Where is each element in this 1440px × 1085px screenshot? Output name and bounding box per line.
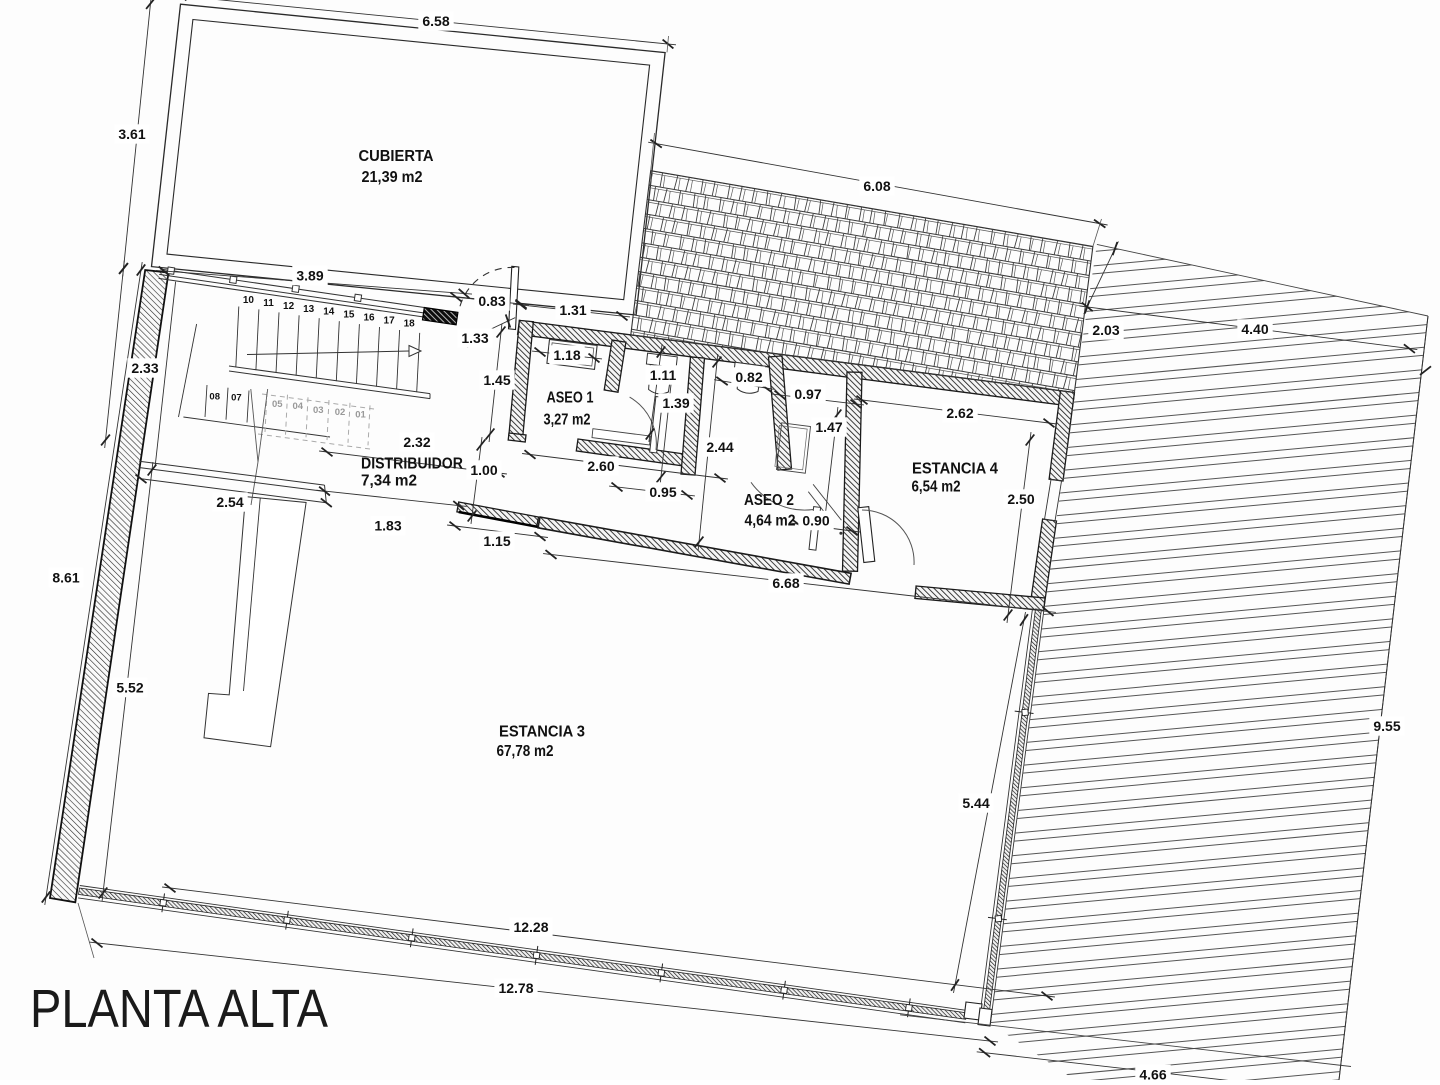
svg-text:05: 05	[272, 399, 283, 410]
svg-text:2.44: 2.44	[706, 439, 733, 455]
svg-text:14: 14	[323, 307, 335, 318]
svg-text:ASEO 2: ASEO 2	[744, 492, 794, 509]
svg-text:5.44: 5.44	[962, 795, 989, 811]
svg-text:03: 03	[313, 405, 324, 416]
svg-text:1.83: 1.83	[374, 518, 401, 534]
svg-text:4,64 m2: 4,64 m2	[745, 513, 796, 530]
svg-text:2.62: 2.62	[946, 405, 973, 421]
svg-text:0.90: 0.90	[802, 513, 829, 529]
svg-text:8.61: 8.61	[52, 570, 79, 586]
svg-text:4.40: 4.40	[1241, 321, 1268, 337]
svg-text:1.31: 1.31	[559, 302, 586, 318]
svg-text:PLANTA ALTA: PLANTA ALTA	[30, 979, 328, 1039]
svg-text:02: 02	[335, 407, 346, 418]
svg-text:DISTRIBUIDOR: DISTRIBUIDOR	[361, 456, 463, 473]
svg-text:12.28: 12.28	[513, 919, 548, 935]
svg-text:17: 17	[384, 316, 396, 327]
svg-text:0.82: 0.82	[735, 369, 762, 385]
svg-text:7,34 m2: 7,34 m2	[361, 473, 417, 490]
svg-text:15: 15	[343, 310, 355, 321]
svg-text:2.33: 2.33	[131, 360, 158, 376]
svg-text:CUBIERTA: CUBIERTA	[359, 148, 434, 165]
svg-text:04: 04	[293, 401, 304, 412]
svg-text:6,54 m2: 6,54 m2	[912, 479, 961, 496]
svg-text:1.11: 1.11	[650, 367, 677, 383]
svg-text:12.78: 12.78	[498, 980, 533, 996]
svg-text:12: 12	[283, 301, 295, 312]
svg-text:6.58: 6.58	[422, 13, 449, 29]
svg-text:2.60: 2.60	[587, 458, 614, 474]
svg-text:2.50: 2.50	[1007, 491, 1034, 507]
svg-text:1.39: 1.39	[662, 395, 689, 411]
svg-text:1.45: 1.45	[483, 372, 510, 388]
svg-text:0.83: 0.83	[478, 293, 505, 309]
svg-text:08: 08	[209, 392, 220, 403]
svg-text:67,78 m2: 67,78 m2	[497, 743, 554, 760]
svg-text:6.68: 6.68	[772, 575, 799, 591]
svg-text:13: 13	[303, 304, 315, 315]
svg-text:07: 07	[231, 393, 242, 404]
svg-text:4.66: 4.66	[1139, 1067, 1166, 1081]
svg-text:ESTANCIA 3: ESTANCIA 3	[499, 724, 585, 741]
svg-text:3.89: 3.89	[296, 268, 323, 284]
svg-text:5.52: 5.52	[116, 680, 143, 696]
svg-text:2.03: 2.03	[1092, 322, 1119, 338]
svg-text:01: 01	[355, 410, 366, 421]
svg-text:21,39 m2: 21,39 m2	[362, 169, 423, 186]
svg-text:ESTANCIA 4: ESTANCIA 4	[912, 461, 998, 478]
svg-text:0.97: 0.97	[794, 386, 821, 402]
svg-text:9.55: 9.55	[1373, 718, 1400, 734]
svg-text:3.61: 3.61	[118, 126, 145, 142]
svg-text:ASEO 1: ASEO 1	[547, 390, 594, 407]
svg-text:1.00: 1.00	[470, 462, 497, 478]
svg-text:3,27 m2: 3,27 m2	[544, 412, 591, 429]
svg-text:1.18: 1.18	[553, 347, 580, 363]
svg-text:1.47: 1.47	[815, 419, 842, 435]
svg-text:2.32: 2.32	[403, 434, 430, 450]
svg-text:1.15: 1.15	[483, 533, 510, 549]
svg-text:11: 11	[263, 298, 274, 309]
svg-text:2.54: 2.54	[216, 494, 243, 510]
svg-text:0.95: 0.95	[649, 484, 676, 500]
svg-text:1.33: 1.33	[461, 330, 488, 346]
svg-text:10: 10	[243, 295, 255, 306]
svg-text:6.08: 6.08	[863, 178, 890, 194]
svg-text:16: 16	[363, 313, 375, 324]
svg-text:18: 18	[404, 319, 416, 330]
